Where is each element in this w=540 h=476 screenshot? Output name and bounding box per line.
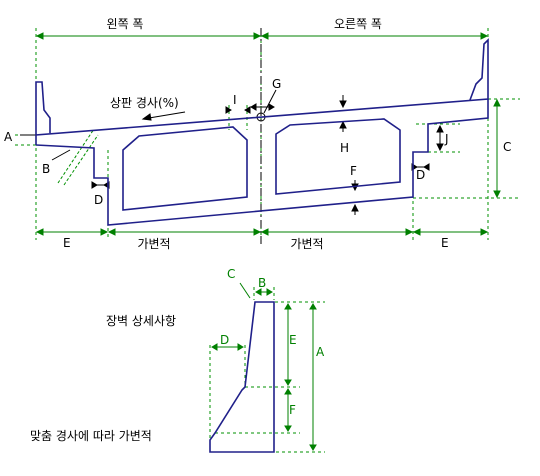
dim-label-A-top: A xyxy=(4,130,13,144)
dim-label-E-right: E xyxy=(441,236,449,250)
dim-label-I: I xyxy=(233,93,237,107)
barrier-dim-F: F xyxy=(289,403,296,417)
left-width-label: 왼쪽 폭 xyxy=(107,17,144,31)
top-slope-label: 상판 경사(%) xyxy=(110,96,179,110)
barrier-dimension-lines xyxy=(211,282,317,451)
dim-label-B-top: B xyxy=(42,162,50,176)
dim-label-D-left: D xyxy=(94,193,103,207)
barrier-dim-E: E xyxy=(289,333,297,347)
barrier-detail-note: 맞춤 경사에 따라 가변적 xyxy=(30,429,152,443)
dim-label-F: F xyxy=(350,164,357,178)
barrier-extension-lines xyxy=(209,287,325,453)
haunch-lines xyxy=(57,128,99,186)
dim-label-C-top: C xyxy=(503,140,511,154)
variable-left-label: 가변적 xyxy=(137,237,170,251)
dim-label-G: G xyxy=(272,77,281,91)
barrier-dim-B: B xyxy=(258,276,266,290)
bridge-outline xyxy=(35,38,489,226)
barrier-dim-C: C xyxy=(227,267,235,281)
detail-dimension-marks xyxy=(20,89,444,215)
dim-label-E-left: E xyxy=(63,236,71,250)
barrier-detail-title: 장벽 상세사항 xyxy=(106,314,176,328)
dim-label-H: H xyxy=(340,141,349,155)
dimension-lines xyxy=(35,32,501,236)
right-width-label: 오른쪽 폭 xyxy=(334,17,382,31)
barrier-dim-D: D xyxy=(220,333,229,347)
variable-right-label: 가변적 xyxy=(290,237,323,251)
barrier-outline xyxy=(209,301,275,453)
dim-label-D-right: D xyxy=(416,168,425,182)
barrier-dim-A: A xyxy=(316,345,325,359)
dim-label-J: J xyxy=(444,132,449,146)
